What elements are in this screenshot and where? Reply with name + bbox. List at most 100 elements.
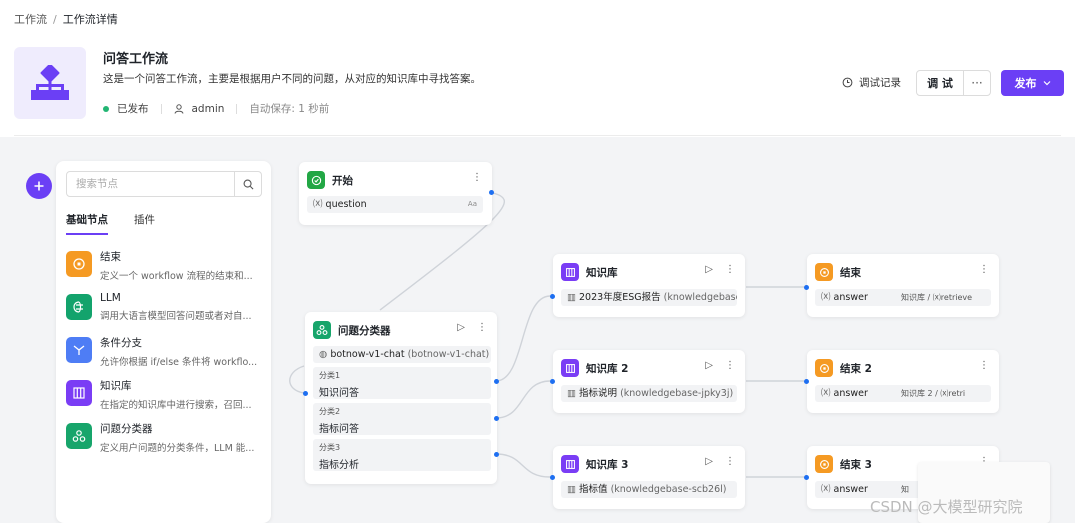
model-name: botnow-v1-chat [330,349,405,360]
breadcrumb-current: 工作流详情 [62,13,118,26]
palette-tabs: 基础节点 插件 [66,212,155,235]
node-actions: ▷⋮ [705,360,735,371]
knowledge-base-icon [561,455,579,473]
palette-item-knowledge-base[interactable]: 知识库在指定的知识库中进行搜索，召回... [66,378,262,414]
more-icon[interactable]: ⋮ [979,264,989,275]
watermark: CSDN @大模型研究院 [870,498,1023,516]
input-port[interactable] [804,379,809,384]
llm-node-icon [66,294,92,320]
node-header: 开始 [307,171,353,189]
input-port[interactable] [804,285,809,290]
more-options-button[interactable]: ··· [963,70,991,96]
node-search-input[interactable]: 搜索节点 [76,178,118,190]
knowledge-base-node-2[interactable]: 知识库 2 ▷⋮ ▥ 指标说明 (knowledgebase-jpky3j) [550,350,745,413]
input-port[interactable] [550,379,555,384]
breadcrumb: 工作流 / 工作流详情 [14,11,118,27]
end-node-icon [815,263,833,281]
classifier-node[interactable]: 问题分类器 ▷⋮ ◍ botnow-v1-chat (botnow-v1-cha… [303,312,499,484]
breadcrumb-root[interactable]: 工作流 [14,13,47,26]
debug-history-link[interactable]: 调试记录 [842,75,901,90]
node-title: 问题分类器 [338,324,391,337]
plus-icon [34,181,44,191]
input-port[interactable] [550,294,555,299]
more-icon[interactable]: ⋮ [725,456,735,467]
kb-small-icon: ▥ [567,484,576,495]
debug-history-label: 调试记录 [859,77,901,89]
run-icon[interactable]: ▷ [457,322,465,333]
knowledge-base-node-1[interactable]: 知识库 ▷⋮ ▥ 2023年度ESG报告 (knowledgebase... [550,254,745,317]
start-var-name: question [325,199,367,210]
node-header: 问题分类器 [313,321,391,339]
add-node-button[interactable] [26,173,52,199]
end-var-field: ⒳ answer 知识库 2 / ⒳retri [815,385,991,402]
start-node[interactable]: 开始 ⋮ ⒳ question Aa [299,162,494,225]
tab-plugins[interactable]: 插件 [134,214,155,226]
palette-item-end[interactable]: 结束定义一个 workflow 流程的结束和... [66,249,262,285]
kb-name: 2023年度ESG报告 [579,292,661,303]
output-port[interactable] [494,379,499,384]
node-title: 结束 2 [840,362,872,375]
input-port[interactable] [303,391,308,396]
node-title: 结束 [840,266,861,279]
palette-item-classifier[interactable]: 问题分类器定义用户问题的分类条件，LLM 能... [66,421,262,457]
run-icon[interactable]: ▷ [705,264,713,275]
node-header: 结束 [815,263,861,281]
canvas-minimap[interactable] [918,462,1050,523]
kb-field: ▥ 指标说明 (knowledgebase-jpky3j) [561,385,737,402]
input-port[interactable] [550,475,555,480]
palette-item-condition[interactable]: 条件分支允许你根据 if/else 条件将 workflo... [66,335,262,371]
chevron-down-icon [1043,81,1050,86]
more-icon[interactable]: ⋮ [979,360,989,371]
model-sub: (botnow-v1-chat) [407,349,490,360]
search-button[interactable] [234,172,261,196]
owner-name: admin [191,102,225,115]
class-item[interactable]: 分类2 指标问答 [313,403,491,435]
more-icon[interactable]: ⋮ [725,264,735,275]
kb-id: (knowledgebase-jpky3j) [620,388,734,399]
tab-basic-nodes[interactable]: 基础节点 [66,212,108,235]
more-icon[interactable]: ⋮ [477,322,487,333]
workflow-meta: 已发布 admin 自动保存: 1 秒前 [103,101,329,116]
run-icon[interactable]: ▷ [705,360,713,371]
header-divider [14,135,1061,136]
node-title: 结束 3 [840,458,872,471]
node-header: 知识库 2 [561,359,628,377]
end-var-name: answer [833,388,868,399]
node-header: 知识库 [561,263,618,281]
page-title: 问答工作流 [103,52,169,67]
end-var-ref: 知识库 / ⒳retrieve [901,293,973,302]
input-port[interactable] [804,475,809,480]
more-icon[interactable]: ⋮ [725,360,735,371]
node-actions: ▷⋮ [457,322,487,333]
class-item[interactable]: 分类1 知识问答 [313,367,491,399]
node-title: 开始 [332,174,353,187]
output-port[interactable] [489,190,494,195]
more-icon[interactable]: ⋮ [979,456,989,467]
kb-id: (knowledgebase... [663,292,737,303]
user-icon [174,103,183,114]
class-value: 知识问答 [319,388,359,399]
run-icon[interactable]: ▷ [705,456,713,467]
node-title: 知识库 [586,266,618,279]
output-port[interactable] [494,416,499,421]
class-value: 指标问答 [319,424,359,435]
end-var-name: answer [833,484,868,495]
end-node-icon [66,251,92,277]
knowledge-base-node-3[interactable]: 知识库 3 ▷⋮ ▥ 指标值 (knowledgebase-scb26l) [550,446,745,509]
class-item[interactable]: 分类3 指标分析 [313,439,491,471]
variable-icon: ⒳ [821,484,831,495]
breadcrumb-separator: / [53,12,57,26]
workflow-app-icon [14,47,86,119]
palette-item-desc: 定义一个 workflow 流程的结束和... [100,271,253,282]
output-port[interactable] [494,452,499,457]
divider [160,103,162,114]
variable-icon: ⒳ [821,388,831,399]
more-icon[interactable]: ⋮ [472,172,482,183]
classifier-node-icon [66,423,92,449]
end-node-2[interactable]: 结束 2 ⋮ ⒳ answer 知识库 2 / ⒳retri [804,350,999,413]
end-node-1[interactable]: 结束 ⋮ ⒳ answer 知识库 / ⒳retrieve [804,254,999,317]
publish-button[interactable]: 发布 [1001,70,1064,96]
palette-item-title: 结束 [100,251,121,263]
model-field[interactable]: ◍ botnow-v1-chat (botnow-v1-chat) [313,346,491,363]
